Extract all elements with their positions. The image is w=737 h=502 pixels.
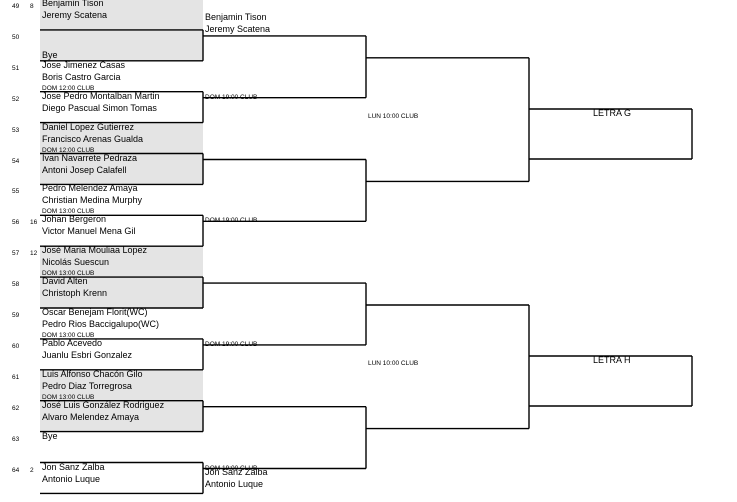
- player-name: Bye: [42, 430, 58, 441]
- player-name: Victor Manuel Mena Gil: [42, 226, 136, 237]
- match-time: DOM 13:00 CLUB: [42, 208, 95, 216]
- draw-line-number: 55: [12, 188, 20, 196]
- player-name: Juanlu Esbri Gonzalez: [42, 349, 133, 360]
- player-name: Francisco Arenas Gualda: [42, 133, 144, 144]
- player-name: Jeremy Scatena: [205, 24, 271, 34]
- seed-number: 2: [30, 466, 34, 474]
- player-name: David Alten: [42, 276, 88, 287]
- draw-line-number: 52: [12, 95, 20, 103]
- draw-line-number: 62: [12, 404, 20, 412]
- match-time: DOM 19:00 CLUB: [205, 340, 258, 348]
- seed-number: 16: [30, 219, 38, 227]
- draw-line-number: 54: [12, 157, 20, 165]
- shaded-slot: [40, 0, 203, 30]
- draw-line-number: 50: [12, 33, 20, 41]
- player-name: Pablo Acevedo: [42, 337, 103, 348]
- player-name: Luis Alfonso Chacón Gilo: [42, 368, 143, 379]
- draw-line-number: 64: [12, 466, 20, 474]
- player-name: Jose Pedro Montalban Martin: [42, 90, 160, 101]
- match-time: DOM 13:00 CLUB: [42, 270, 95, 278]
- group-label: LETRA G: [593, 108, 632, 118]
- player-name: Bye: [42, 49, 58, 60]
- draw-line-number: 58: [12, 281, 20, 289]
- group-label: LETRA H: [593, 355, 631, 365]
- match-time: DOM 12:00 CLUB: [42, 146, 95, 154]
- player-name: Jon Sanz Zalba: [205, 467, 268, 477]
- match-time: DOM 12:00 CLUB: [42, 84, 95, 92]
- draw-line-number: 60: [12, 342, 20, 350]
- shaded-slot: [40, 400, 203, 432]
- player-name: José Maria Mouliaa Lopez: [42, 245, 148, 256]
- player-name: Antoni Josep Calafell: [42, 164, 127, 175]
- player-name: Benjamin Tison: [42, 0, 104, 8]
- player-name: Benjamin Tison: [205, 12, 267, 22]
- shaded-slot: [40, 369, 203, 401]
- player-name: Nicolás Suescun: [42, 257, 110, 268]
- player-name: Pedro Melendez Amaya: [42, 183, 138, 194]
- draw-line-number: 53: [12, 126, 20, 134]
- shaded-slot: [40, 246, 203, 278]
- player-name: Johan Bergeron: [42, 214, 107, 225]
- match-time: DOM 19:00 CLUB: [205, 93, 258, 101]
- seed-number: 12: [30, 250, 38, 258]
- player-name: Jeremy Scatena: [42, 10, 108, 20]
- shaded-slot: [40, 29, 203, 61]
- draw-line-number: 51: [12, 64, 20, 72]
- player-name: Pedro Diaz Torregrosa: [42, 380, 132, 391]
- draw-line-number: 63: [12, 435, 20, 443]
- player-name: Antonio Luque: [42, 473, 101, 484]
- match-time: DOM 19:00 CLUB: [205, 217, 258, 225]
- player-name: Daniel Lopez Gutierrez: [42, 121, 135, 132]
- shaded-slot: [40, 153, 203, 185]
- player-name: Ivan Navarrete Pedraza: [42, 152, 138, 163]
- player-name: Jose Jimenez Casas: [42, 59, 126, 70]
- player-name: José Luis González Rodriguez: [42, 399, 165, 410]
- shaded-slot: [40, 122, 203, 154]
- player-name: Christoph Krenn: [42, 288, 108, 299]
- player-name: Jon Sanz Zalba: [42, 461, 105, 472]
- match-time: DOM 19:00 CLUB: [205, 464, 258, 472]
- draw-line-number: 49: [12, 3, 20, 10]
- seed-number: 8: [30, 3, 34, 10]
- draw-line-number: 61: [12, 373, 20, 381]
- player-name: Alvaro Melendez Amaya: [42, 411, 140, 422]
- player-name: Antonio Luque: [205, 479, 264, 489]
- match-time: LUN 10:00 CLUB: [368, 359, 419, 367]
- draw-line-number: 59: [12, 312, 20, 319]
- shaded-slot: [40, 277, 203, 308]
- match-time: LUN 10:00 CLUB: [368, 112, 419, 120]
- player-name: Oscar Benejam Florit(WC): [42, 307, 148, 317]
- draw-line-number: 56: [12, 219, 20, 227]
- match-time: DOM 13:00 CLUB: [42, 393, 95, 401]
- player-name: Christian Medina Murphy: [42, 195, 143, 206]
- player-name: Diego Pascual Simon Tomas: [42, 102, 157, 113]
- player-name: Pedro Rios Baccigalupo(WC): [42, 319, 160, 329]
- player-name: Boris Castro Garcia: [42, 71, 121, 82]
- draw-line-number: 57: [12, 250, 20, 258]
- match-time: DOM 13:00 CLUB: [42, 332, 95, 339]
